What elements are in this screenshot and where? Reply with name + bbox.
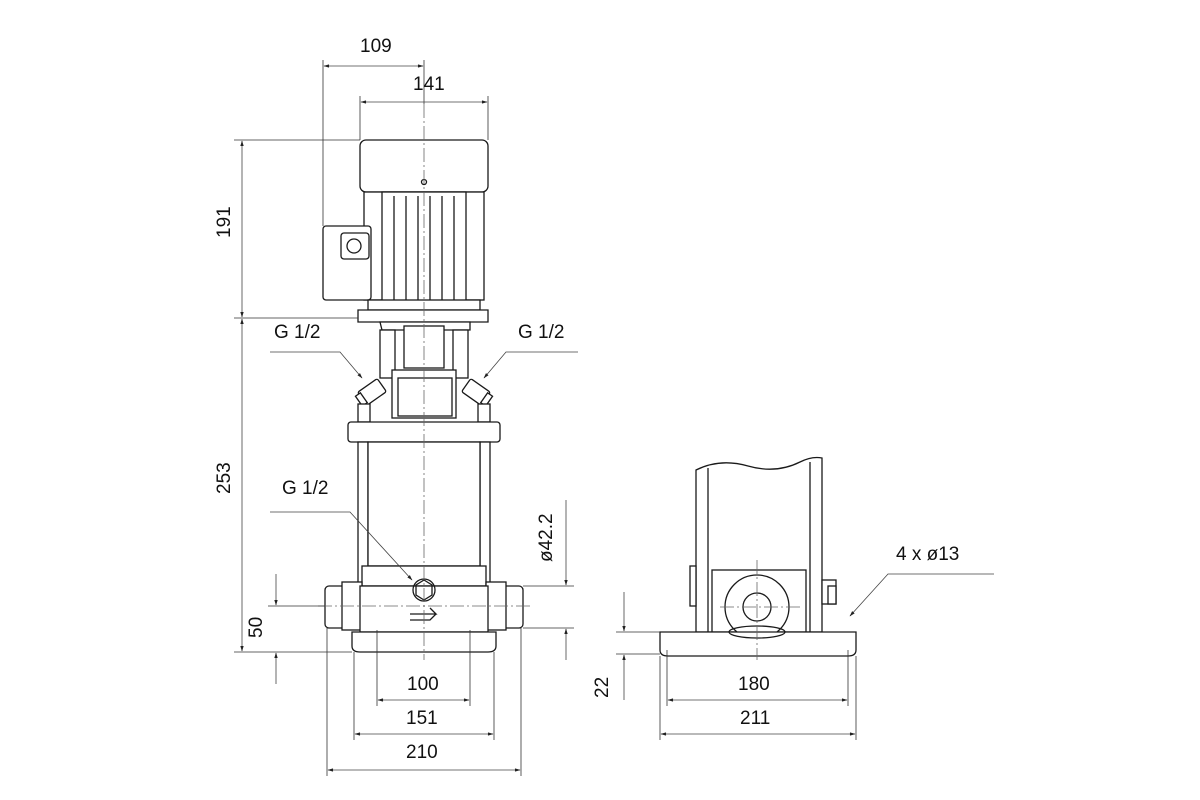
dim-211-label: 211 [740, 708, 770, 729]
vent-left-thread-label: G 1/2 [274, 322, 320, 343]
dim-22-label: 22 [592, 677, 613, 698]
side-view [659, 456, 857, 660]
drain-thread-label: G 1/2 [282, 478, 328, 499]
dim-180-label: 180 [738, 674, 770, 695]
dimension-labels: 109 141 191 253 50 100 151 210 ø42.2 22 … [214, 36, 959, 763]
dim-141-label: 141 [413, 74, 445, 95]
dim-50-label: 50 [246, 617, 267, 638]
motor [322, 139, 489, 323]
vent-right-thread-label: G 1/2 [518, 322, 564, 343]
dim-253-label: 253 [214, 462, 235, 494]
dim-100-label: 100 [407, 674, 439, 695]
dimension-lines [234, 60, 994, 776]
bolt-holes-label: 4 x ø13 [896, 544, 959, 565]
dim-109-label: 109 [360, 36, 392, 57]
dim-191-label: 191 [214, 206, 235, 238]
dim-210-label: 210 [406, 742, 438, 763]
dim-151-label: 151 [406, 708, 438, 729]
front-view [318, 104, 532, 660]
dim-port-diameter-label: ø42.2 [536, 513, 557, 562]
